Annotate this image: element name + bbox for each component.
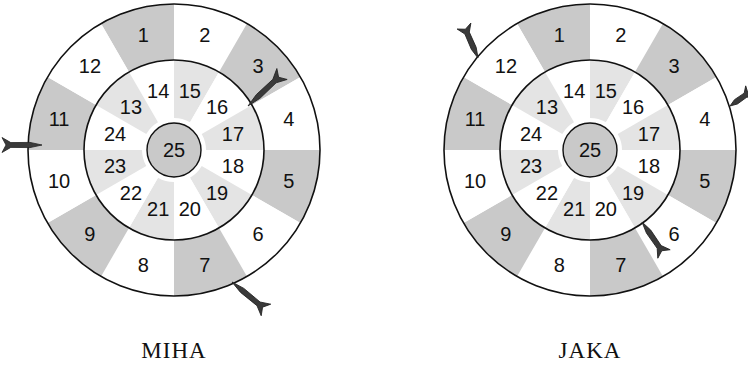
- score-number: 22: [120, 183, 142, 203]
- dartboard-panel: JAKA: [440, 300, 740, 364]
- score-number: 24: [104, 124, 126, 144]
- score-number: 1: [554, 25, 565, 45]
- ring-outline: [28, 4, 320, 296]
- dart: [636, 218, 670, 258]
- score-number: 15: [179, 81, 201, 101]
- score-number: 19: [206, 183, 228, 203]
- dart: [243, 69, 287, 112]
- score-number: 5: [699, 171, 710, 191]
- dart: [2, 138, 42, 153]
- dartboard-panel: MIHA: [24, 300, 324, 364]
- ring-outline: [84, 60, 264, 240]
- ring-outline: [500, 60, 680, 240]
- score-number: 6: [669, 224, 680, 244]
- score-number: 8: [554, 255, 565, 275]
- score-number: 7: [615, 255, 626, 275]
- score-number: 19: [622, 183, 644, 203]
- score-number: 12: [495, 56, 517, 76]
- score-number: 4: [699, 109, 710, 129]
- score-number: 10: [464, 171, 486, 191]
- score-number: 16: [622, 97, 644, 117]
- score-number: 23: [520, 156, 542, 176]
- score-number: 20: [595, 199, 617, 219]
- score-number: 11: [465, 109, 486, 129]
- score-number: 12: [79, 56, 101, 76]
- score-number: 14: [563, 81, 585, 101]
- bullseye: [147, 123, 201, 177]
- score-number: 5: [283, 171, 294, 191]
- score-number: 8: [138, 255, 149, 275]
- score-number: 2: [199, 25, 210, 45]
- dart: [726, 86, 748, 112]
- score-number: 14: [147, 81, 169, 101]
- score-number: 13: [536, 97, 558, 117]
- score-number: 18: [638, 156, 660, 176]
- score-number: 13: [120, 97, 142, 117]
- score-number: 18: [222, 156, 244, 176]
- dart: [227, 276, 271, 316]
- ring-outline: [444, 4, 736, 296]
- score-number: 25: [579, 140, 601, 160]
- score-number: 2: [615, 25, 626, 45]
- score-number: 1: [138, 25, 149, 45]
- score-number: 23: [104, 156, 126, 176]
- score-number: 10: [48, 171, 70, 191]
- score-number: 6: [253, 224, 264, 244]
- bullseye: [563, 123, 617, 177]
- player-name: JAKA: [559, 338, 622, 364]
- score-number: 3: [253, 56, 264, 76]
- dart: [457, 23, 485, 61]
- score-number: 20: [179, 199, 201, 219]
- score-number: 17: [638, 124, 660, 144]
- score-number: 15: [595, 81, 617, 101]
- score-number: 22: [536, 183, 558, 203]
- player-name: MIHA: [141, 338, 206, 364]
- score-number: 3: [669, 56, 680, 76]
- score-number: 9: [84, 224, 95, 244]
- score-number: 9: [500, 224, 511, 244]
- dartboard: [444, 4, 736, 296]
- score-number: 25: [163, 140, 185, 160]
- score-number: 21: [147, 199, 169, 219]
- score-number: 16: [206, 97, 228, 117]
- score-number: 7: [199, 255, 210, 275]
- score-number: 11: [49, 109, 70, 129]
- dartboard: [28, 4, 320, 296]
- score-number: 17: [222, 124, 244, 144]
- score-number: 4: [283, 109, 294, 129]
- score-number: 21: [563, 199, 585, 219]
- score-number: 24: [520, 124, 542, 144]
